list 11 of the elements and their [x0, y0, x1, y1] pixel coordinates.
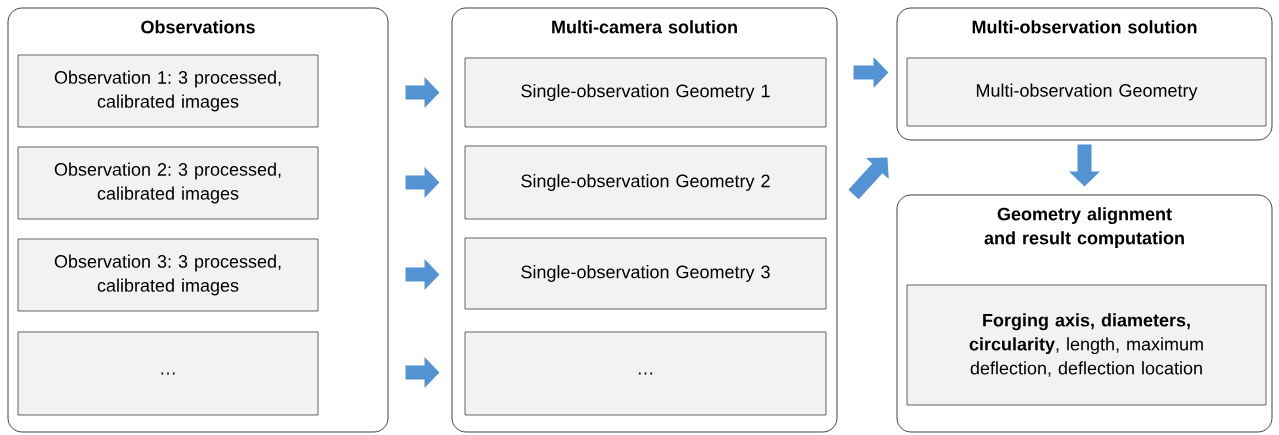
process-box: Multi-observation Geometry [906, 57, 1267, 127]
process-box: Single-observation Geometry 1 [464, 57, 827, 128]
process-box: Observation 2: 3 processed, calibrated images [17, 146, 319, 220]
process-box: … [464, 331, 827, 416]
block-arrow [848, 157, 889, 200]
process-box: Single-observation Geometry 3 [464, 237, 827, 310]
process-box: Observation 1: 3 processed, calibrated images [17, 54, 319, 128]
process-box: Forging axis, diameters, circularity, length, maximum deflection, deflection location [906, 284, 1267, 406]
process-box: Observation 3: 3 processed, calibrated images [17, 238, 319, 312]
process-box: … [17, 331, 319, 416]
process-box: Single-observation Geometry 2 [464, 145, 827, 220]
